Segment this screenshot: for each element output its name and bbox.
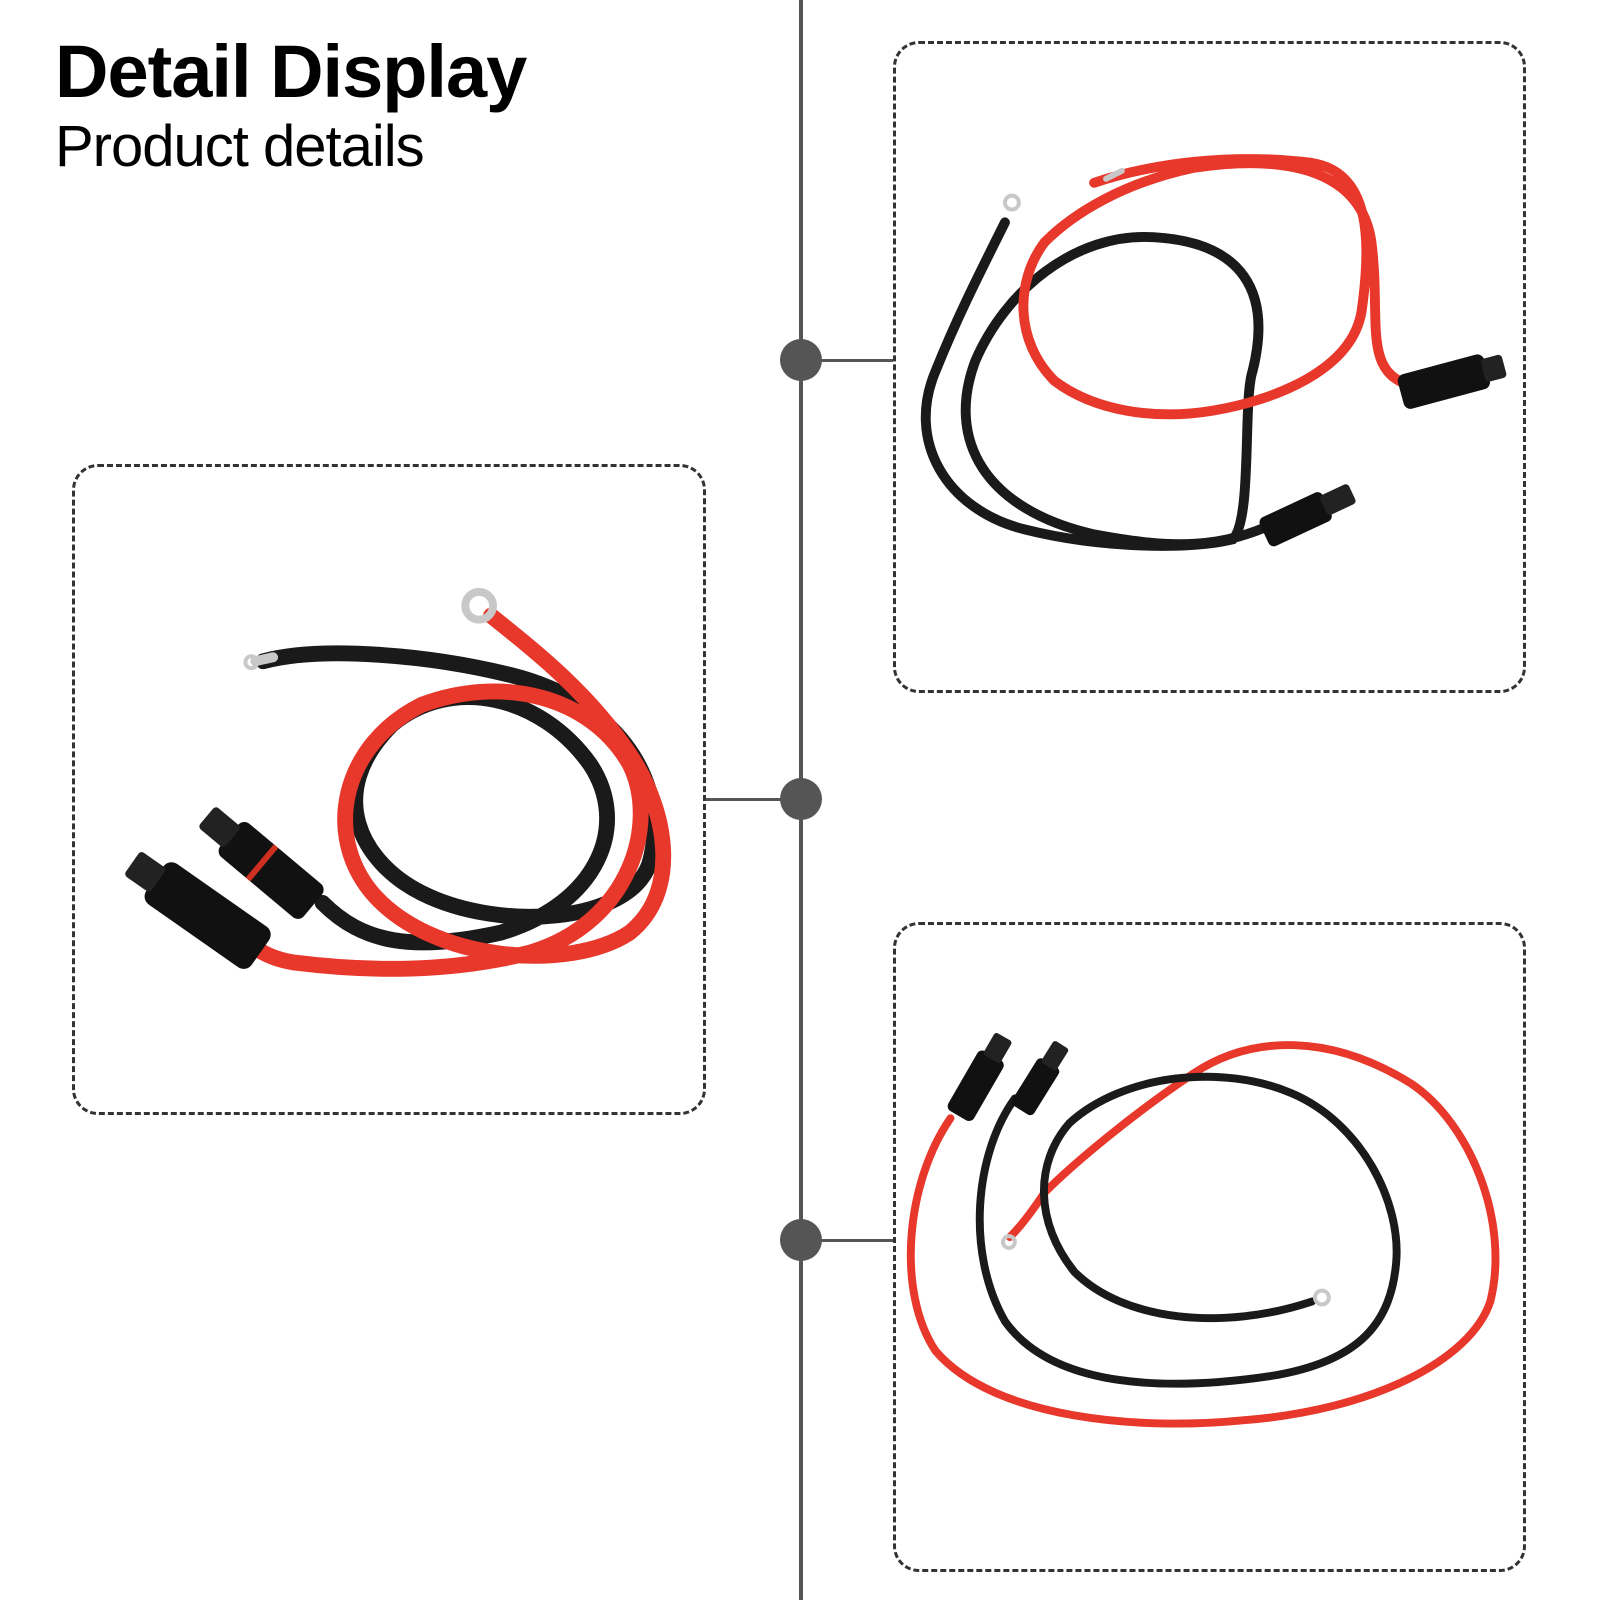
connector-bottom [800,1239,893,1242]
panel-top-right [893,41,1526,693]
cable-photo-bottom-right [906,1032,1500,1428]
header: Detail Display Product details [55,30,527,182]
cable-photo-left [125,587,672,977]
cable-photo-top-right [920,154,1507,551]
connector-top [800,359,893,362]
page-title: Detail Display [55,30,527,113]
connector-middle [704,798,800,801]
panel-left [72,464,706,1115]
page-subtitle: Product details [55,114,425,179]
panel-bottom-right [893,922,1526,1572]
